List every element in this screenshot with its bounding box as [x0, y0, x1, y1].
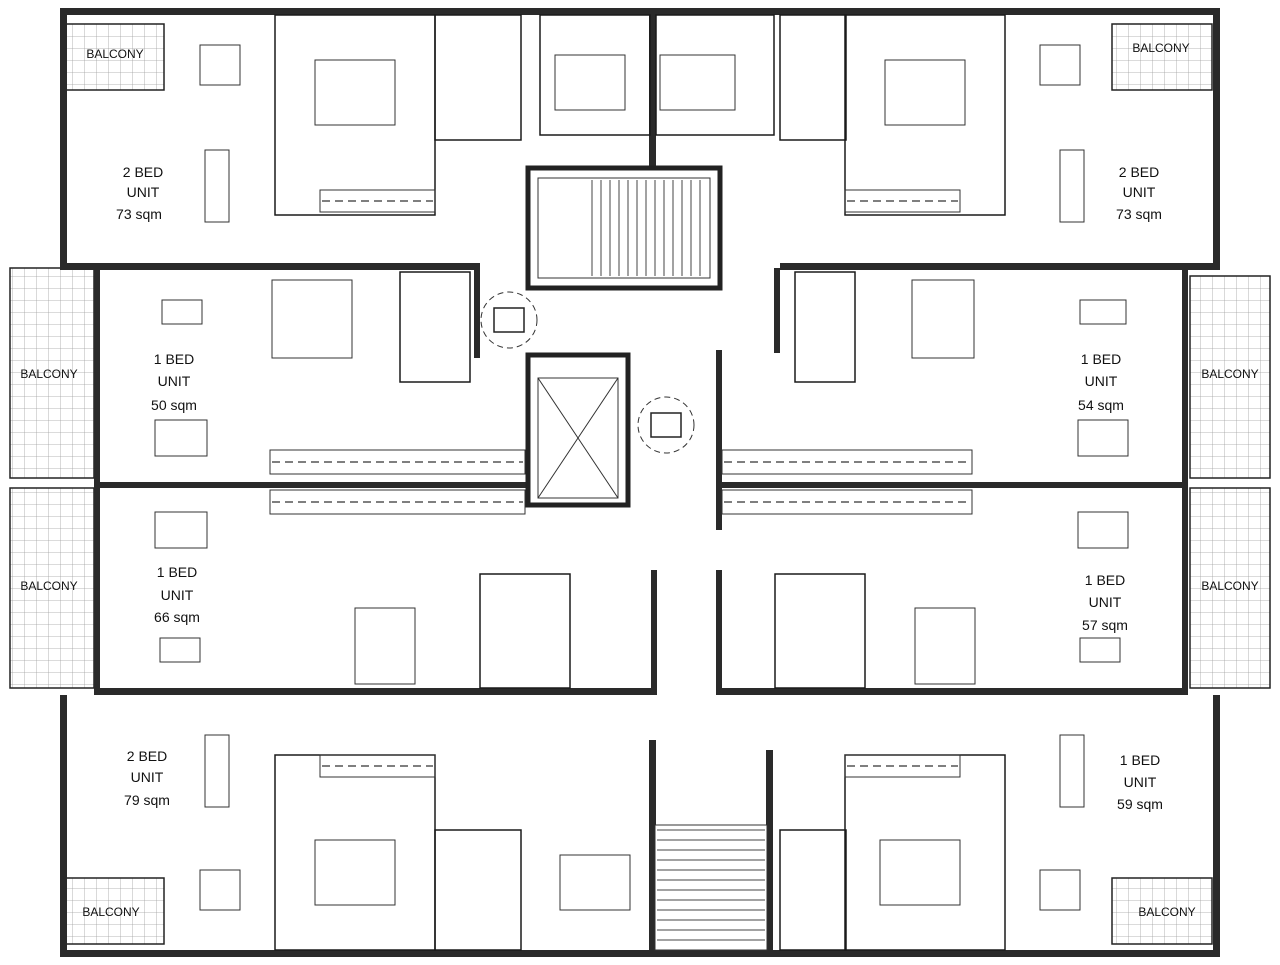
balconies [9, 23, 1271, 945]
unit-label-se: 1 BED UNIT 59 sqm [1117, 752, 1163, 812]
balcony-labels: BALCONY BALCONY BALCONY BALCONY BALCONY … [20, 41, 1258, 919]
unit-word: UNIT [131, 769, 164, 785]
unit-label-nw: 2 BED UNIT 73 sqm [116, 164, 163, 222]
unit-label-e1: 1 BED UNIT 54 sqm [1078, 351, 1124, 413]
kitchens [269, 189, 973, 778]
unit-type: 1 BED [1120, 752, 1160, 768]
unit-area: 73 sqm [116, 206, 162, 222]
balcony-label-e1: BALCONY [1201, 367, 1258, 381]
balcony-w2 [9, 487, 95, 689]
balcony-e1 [1189, 275, 1271, 479]
unit-label-ne: 2 BED UNIT 73 sqm [1116, 164, 1162, 222]
balcony-label-ne: BALCONY [1132, 41, 1189, 55]
balcony-w1 [9, 267, 95, 479]
wheelchair-icon [480, 291, 695, 454]
unit-label-sw: 2 BED UNIT 79 sqm [124, 748, 170, 808]
balcony-label-w2: BALCONY [20, 579, 77, 593]
unit-label-w1: 1 BED UNIT 50 sqm [151, 351, 197, 413]
balcony-ne [1111, 23, 1213, 91]
unit-area: 59 sqm [1117, 796, 1163, 812]
balcony-label-nw: BALCONY [86, 47, 143, 61]
unit-area: 57 sqm [1082, 617, 1128, 633]
unit-type: 1 BED [1085, 572, 1125, 588]
unit-word: UNIT [1085, 373, 1118, 389]
unit-area: 79 sqm [124, 792, 170, 808]
balcony-nw [65, 23, 165, 91]
unit-area: 73 sqm [1116, 206, 1162, 222]
unit-area: 66 sqm [154, 609, 200, 625]
lift-shaft [525, 352, 631, 508]
balcony-sw [65, 877, 165, 945]
unit-word: UNIT [1089, 594, 1122, 610]
bedrooms [271, 14, 1006, 951]
living-furniture [154, 44, 1129, 911]
balcony-label-e2: BALCONY [1201, 579, 1258, 593]
unit-type: 1 BED [1081, 351, 1121, 367]
unit-area: 54 sqm [1078, 397, 1124, 413]
unit-type: 2 BED [1119, 164, 1159, 180]
unit-word: UNIT [161, 587, 194, 603]
balcony-e2 [1189, 487, 1271, 689]
unit-label-w2: 1 BED UNIT 66 sqm [154, 564, 200, 625]
stair-south [654, 824, 768, 951]
unit-type: 1 BED [154, 351, 194, 367]
unit-word: UNIT [1123, 184, 1156, 200]
unit-type: 2 BED [123, 164, 163, 180]
unit-labels: 2 BED UNIT 73 sqm 2 BED UNIT 73 sqm 1 BE… [116, 164, 1163, 812]
unit-type: 1 BED [157, 564, 197, 580]
balcony-se [1111, 877, 1213, 945]
unit-type: 2 BED [127, 748, 167, 764]
unit-label-e2: 1 BED UNIT 57 sqm [1082, 572, 1128, 633]
walls [60, 8, 1220, 957]
unit-area: 50 sqm [151, 397, 197, 413]
balcony-label-w1: BALCONY [20, 367, 77, 381]
unit-word: UNIT [127, 184, 160, 200]
balcony-label-sw: BALCONY [82, 905, 139, 919]
unit-word: UNIT [158, 373, 191, 389]
balcony-label-se: BALCONY [1138, 905, 1195, 919]
stair-north [525, 165, 723, 291]
unit-word: UNIT [1124, 774, 1157, 790]
